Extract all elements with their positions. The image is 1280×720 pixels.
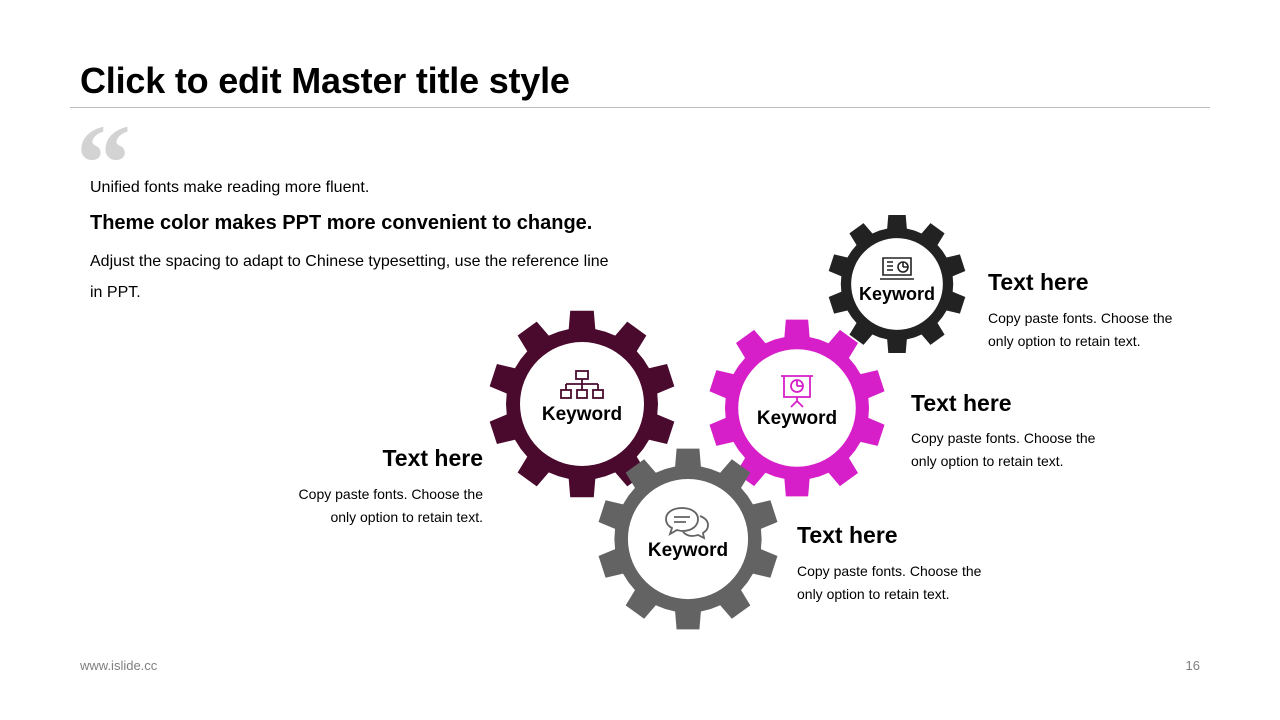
text-block-desc: Copy paste fonts. Choose the only option…	[298, 486, 483, 525]
presentation-board-icon	[779, 373, 815, 409]
chat-bubbles-icon	[664, 506, 710, 540]
quote-line-1: Unified fonts make reading more fluent.	[90, 179, 370, 196]
title-divider	[70, 107, 1210, 108]
gear-purple-dark: Keyword	[486, 308, 678, 500]
gear-center	[851, 238, 943, 330]
slide-title: Click to edit Master title style	[80, 60, 570, 101]
text-block-title: Text here	[988, 269, 1089, 295]
gear-magenta: Keyword	[706, 317, 888, 499]
text-block-title: Text here	[382, 445, 483, 471]
gear-keyword: Keyword	[756, 408, 838, 429]
text-block-desc: Copy paste fonts. Choose the only option…	[911, 430, 1096, 469]
gear-keyword: Keyword	[858, 284, 936, 304]
gear-center	[627, 478, 749, 600]
text-block-desc: Copy paste fonts. Choose the only option…	[988, 310, 1173, 349]
footer-url: www.islide.cc	[80, 658, 158, 673]
quote-line-2: Theme color makes PPT more convenient to…	[90, 212, 593, 234]
page-number: 16	[1185, 658, 1200, 673]
laptop-chart-icon	[879, 256, 915, 282]
gear-center	[738, 349, 856, 467]
text-block-title: Text here	[797, 522, 898, 548]
quote-line-3: Adjust the spacing to adapt to Chinese t…	[90, 253, 609, 301]
gear-keyword: Keyword	[541, 404, 623, 425]
gear-keyword: Keyword	[647, 540, 729, 561]
quote-mark-icon: “	[76, 102, 131, 224]
gear-center	[520, 342, 644, 466]
org-chart-icon	[560, 370, 604, 400]
text-block-title: Text here	[911, 390, 1012, 416]
gear-gray: Keyword	[595, 446, 781, 632]
text-block-desc: Copy paste fonts. Choose the only option…	[797, 563, 982, 602]
gear-black: Keyword	[826, 213, 968, 355]
